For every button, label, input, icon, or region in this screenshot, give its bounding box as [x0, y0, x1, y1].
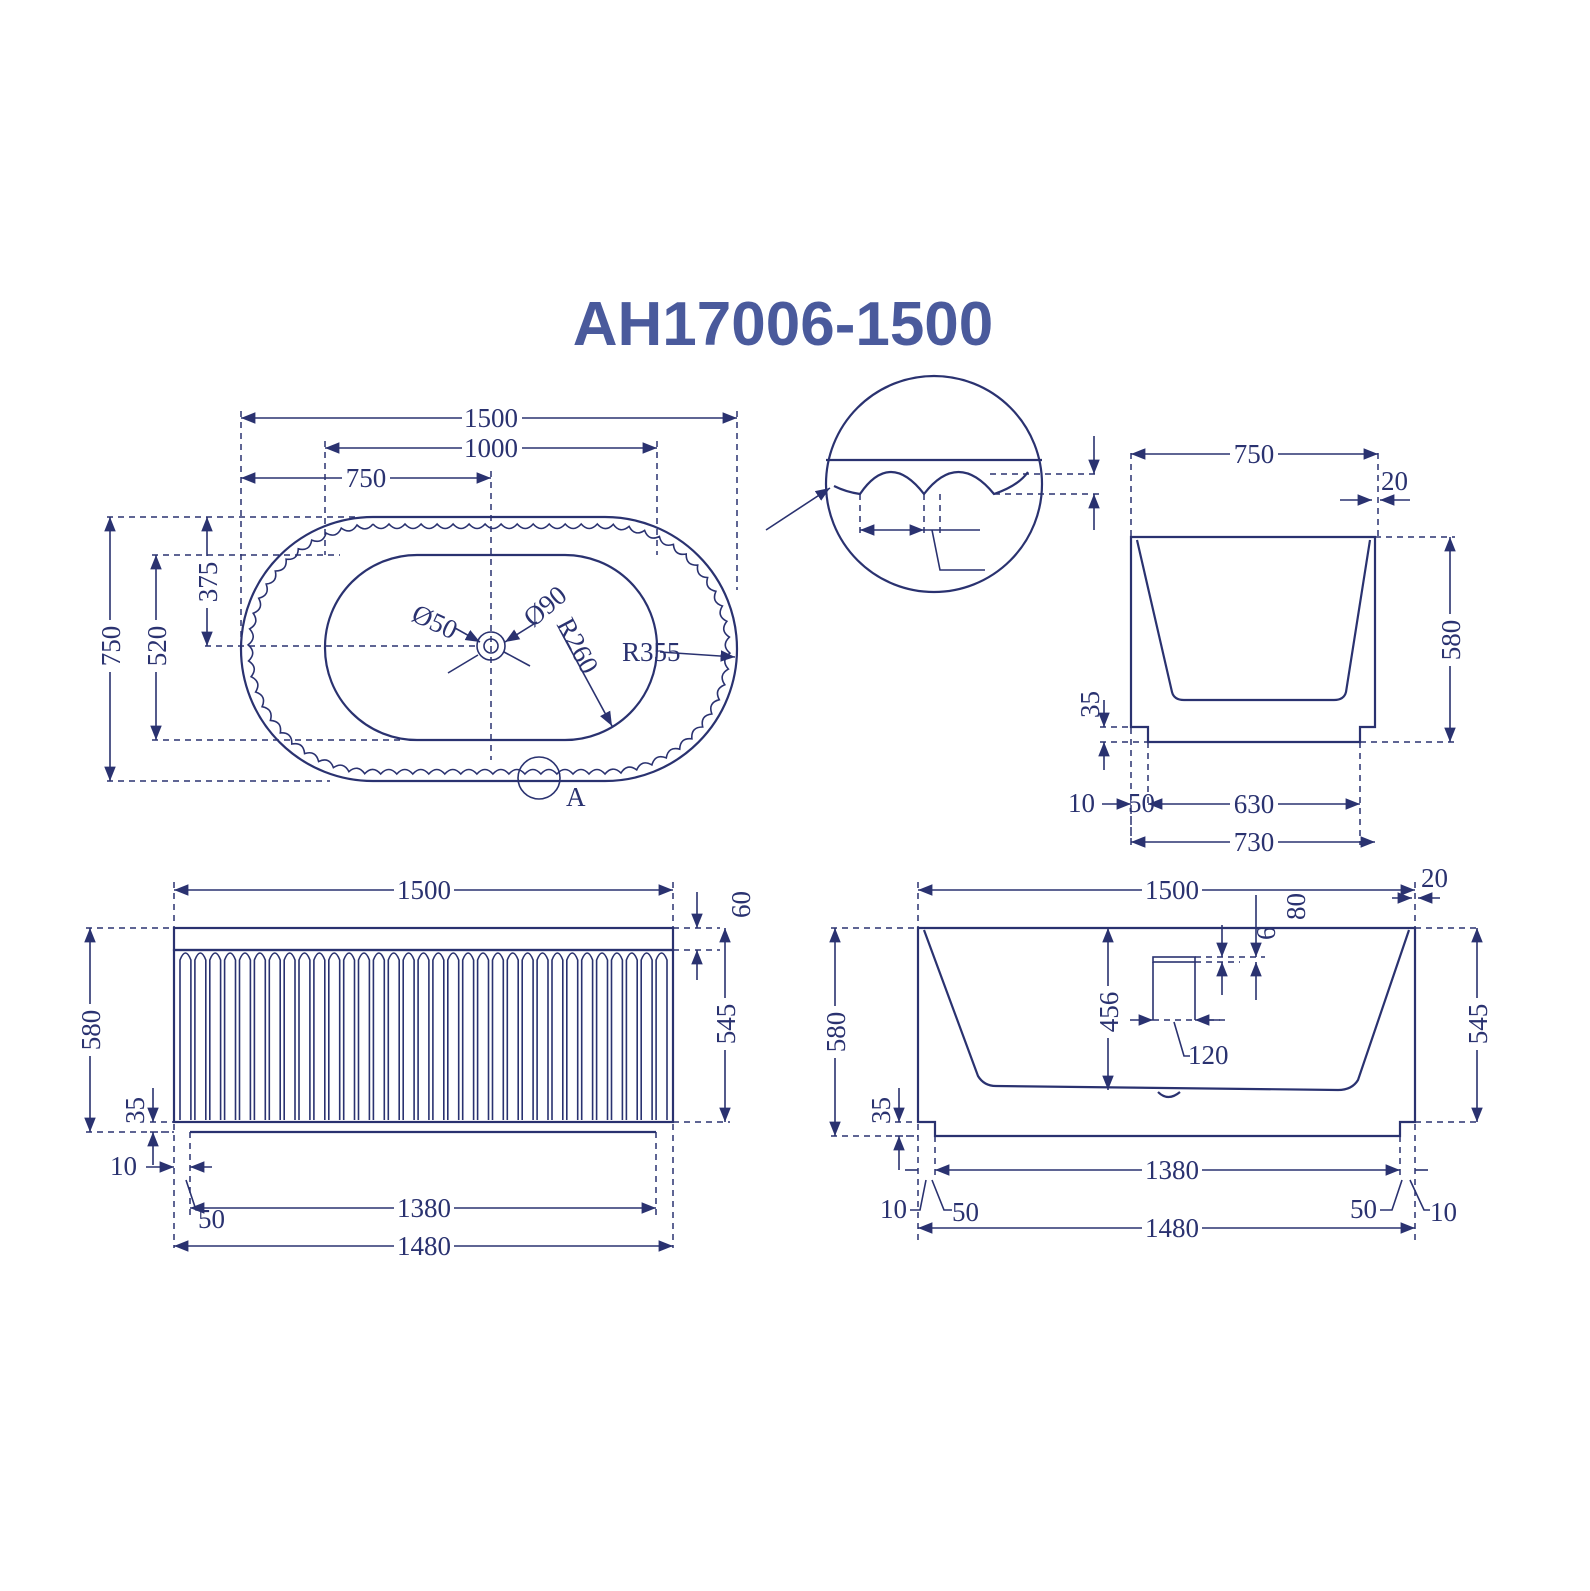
dim-section-1380: 1380 — [1145, 1155, 1199, 1185]
front-fluted-body — [172, 948, 675, 1124]
section-overflow-pipe — [1152, 962, 1196, 1020]
dim-750-length: 750 — [346, 463, 387, 493]
dim-section-580: 580 — [821, 1012, 851, 1053]
dim-end-50: 50 — [1128, 788, 1155, 818]
dim-front-1500: 1500 — [397, 875, 451, 905]
leader-section-right-10 — [1409, 1179, 1430, 1211]
dim-section-1500: 1500 — [1145, 875, 1199, 905]
section-overflow-slot — [1152, 956, 1196, 963]
dim-section-545: 545 — [1463, 1004, 1493, 1045]
dim-end-750: 750 — [1234, 439, 1275, 469]
dim-section-right-50: 50 — [1350, 1194, 1377, 1224]
drawing-title: AH17006-1500 — [573, 290, 994, 359]
dim-front-10: 10 — [110, 1151, 137, 1181]
dim-1000: 1000 — [464, 433, 518, 463]
dim-end-10: 10 — [1068, 788, 1095, 818]
top-view: A 1500 1000 750 750 520 375 Ø50 — [96, 403, 739, 812]
end-view: 750 20 580 35 10 50 630 730 — [1068, 439, 1466, 857]
dim-section-80: 80 — [1281, 893, 1311, 920]
tub-scalloped-rim — [246, 522, 732, 776]
dim-section-right-10: 10 — [1430, 1197, 1457, 1227]
dim-section-left-50: 50 — [952, 1197, 979, 1227]
dim-r260: R260 — [551, 613, 605, 679]
dim-section-left-10: 10 — [880, 1194, 907, 1224]
dim-375: 375 — [193, 562, 223, 603]
section-drain — [1157, 1091, 1181, 1099]
dim-front-580: 580 — [76, 1010, 106, 1051]
leader-r260 — [559, 629, 613, 727]
detail-a-view — [765, 374, 1100, 594]
leader-section-right-50 — [1380, 1179, 1403, 1211]
leader-dia50-tail — [447, 654, 479, 674]
leader-section-left-10 — [910, 1179, 927, 1211]
extension-lines — [107, 411, 738, 782]
dim-section-120: 120 — [1188, 1040, 1229, 1070]
leader-dia90 — [504, 621, 538, 643]
end-outline — [1129, 535, 1377, 744]
detail-a-callout — [517, 756, 561, 800]
leader-dia90-tail — [503, 651, 531, 667]
dim-section-20: 20 — [1421, 863, 1448, 893]
leader-section-120 — [1173, 1021, 1190, 1057]
dim-520: 520 — [142, 626, 172, 667]
section-extensions — [831, 882, 1480, 1240]
detail-leader — [931, 529, 985, 571]
dim-front-1480: 1480 — [397, 1231, 451, 1261]
front-view: 1500 60 545 580 35 10 50 1380 1480 — [76, 875, 756, 1261]
end-inner-basin — [1135, 539, 1372, 702]
detail-a-label: A — [566, 782, 586, 812]
section-view: 1500 20 80 6 456 120 580 545 — [821, 863, 1493, 1243]
end-extensions — [1100, 453, 1455, 845]
detail-pointer — [765, 487, 831, 531]
dim-section-456: 456 — [1094, 992, 1124, 1033]
section-outline — [916, 926, 1417, 1138]
dim-dia50: Ø50 — [407, 598, 462, 645]
tub-outer-rim — [239, 515, 739, 783]
dim-r355: R355 — [622, 637, 681, 667]
dim-section-6: 6 — [1251, 927, 1281, 941]
detail-circle — [824, 374, 1044, 594]
dim-front-60: 60 — [726, 891, 756, 918]
detail-scallops — [833, 470, 1029, 496]
dim-end-730: 730 — [1234, 827, 1275, 857]
dim-end-580: 580 — [1436, 620, 1466, 661]
leader-r355 — [659, 650, 736, 662]
dim-front-1380: 1380 — [397, 1193, 451, 1223]
front-rim-band — [172, 926, 675, 952]
dim-section-35: 35 — [866, 1097, 896, 1124]
leader-dia50 — [454, 627, 481, 643]
section-inner-basin — [922, 929, 1411, 1092]
dim-front-35: 35 — [120, 1097, 150, 1124]
dim-750-width: 750 — [96, 626, 126, 667]
dim-front-545: 545 — [711, 1004, 741, 1045]
dim-end-20: 20 — [1381, 466, 1408, 496]
detail-extensions — [859, 473, 1100, 538]
dim-section-1480: 1480 — [1145, 1213, 1199, 1243]
dim-end-630: 630 — [1234, 789, 1275, 819]
dim-1500-top: 1500 — [464, 403, 518, 433]
leader-section-left-50 — [931, 1179, 952, 1211]
front-flutes — [179, 952, 668, 1120]
dim-end-35: 35 — [1075, 691, 1105, 718]
